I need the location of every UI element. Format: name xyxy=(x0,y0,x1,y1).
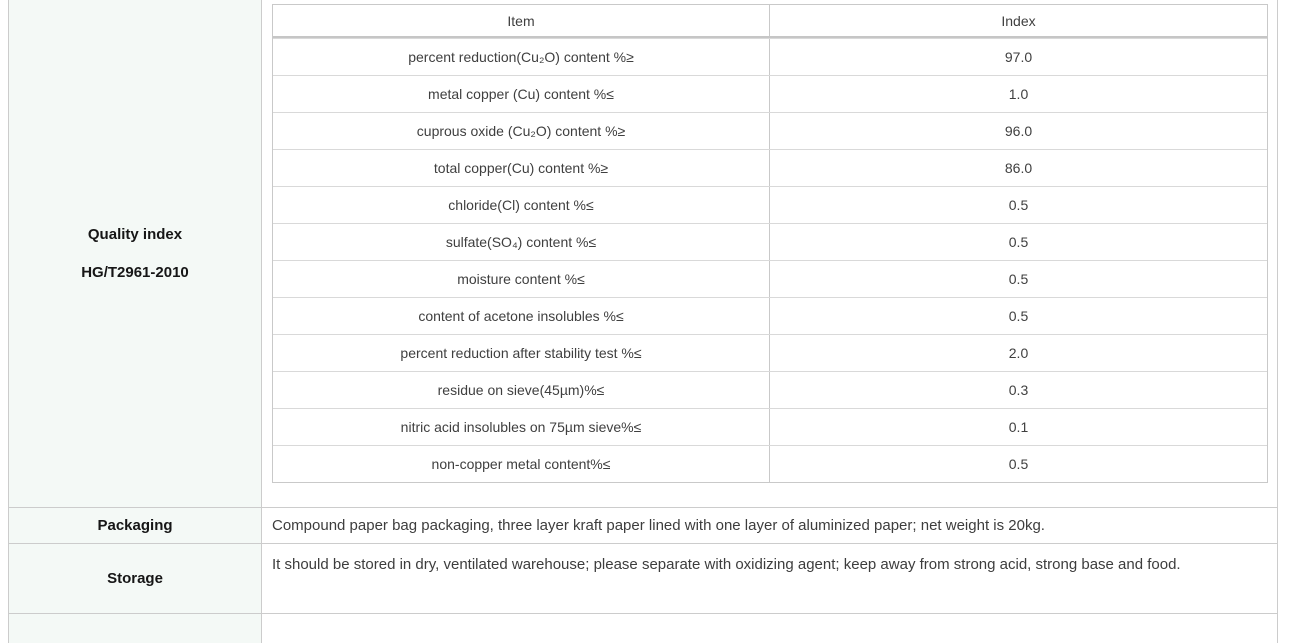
index-cell: 0.5 xyxy=(1008,308,1029,324)
table-row: nitric acid insolubles on 75µm sieve%≤ 0… xyxy=(273,408,1267,445)
item-cell: non-copper metal content%≤ xyxy=(273,446,770,482)
quality-index-row: Quality index HG/T2961-2010 Item Index p… xyxy=(9,0,1277,507)
packaging-row: Packaging Compound paper bag packaging, … xyxy=(9,507,1277,543)
item-cell: nitric acid insolubles on 75µm sieve%≤ xyxy=(273,409,770,445)
index-cell: 0.5 xyxy=(1008,456,1029,472)
item-cell: cuprous oxide (Cu₂O) content %≥ xyxy=(273,113,770,149)
table-row: residue on sieve(45µm)%≤ 0.3 xyxy=(273,371,1267,408)
table-header-row: Item Index xyxy=(273,5,1267,38)
item-column-header: Item xyxy=(273,5,770,36)
table-row: content of acetone insolubles %≤ 0.5 xyxy=(273,297,1267,334)
index-cell: 0.5 xyxy=(1008,234,1029,250)
table-row: metal copper (Cu) content %≤ 1.0 xyxy=(273,75,1267,112)
quality-standard-code: HG/T2961-2010 xyxy=(81,263,189,281)
storage-text: It should be stored in dry, ventilated w… xyxy=(262,544,1257,613)
next-row-content-cell xyxy=(262,614,1277,643)
item-cell: content of acetone insolubles %≤ xyxy=(273,298,770,334)
packaging-text: Compound paper bag packaging, three laye… xyxy=(262,508,1277,543)
storage-row: Storage It should be stored in dry, vent… xyxy=(9,543,1277,613)
item-cell: metal copper (Cu) content %≤ xyxy=(273,76,770,112)
index-cell: 0.5 xyxy=(1008,197,1029,213)
table-row: cuprous oxide (Cu₂O) content %≥ 96.0 xyxy=(273,112,1267,149)
item-cell: percent reduction after stability test %… xyxy=(273,335,770,371)
index-cell: 0.1 xyxy=(1008,419,1029,435)
product-spec-table: Quality index HG/T2961-2010 Item Index p… xyxy=(8,0,1278,643)
index-column-header: Index xyxy=(1001,12,1036,29)
next-row-clipped xyxy=(9,613,1277,643)
quality-index-content-cell: Item Index percent reduction(Cu₂O) conte… xyxy=(262,0,1277,507)
table-row: moisture content %≤ 0.5 xyxy=(273,260,1267,297)
item-index-table: Item Index percent reduction(Cu₂O) conte… xyxy=(272,4,1268,483)
index-cell: 0.5 xyxy=(1008,271,1029,287)
table-row: percent reduction(Cu₂O) content %≥ 97.0 xyxy=(273,38,1267,75)
table-row: non-copper metal content%≤ 0.5 xyxy=(273,445,1267,482)
index-cell: 96.0 xyxy=(1004,123,1033,139)
storage-label: Storage xyxy=(107,570,163,587)
item-cell: residue on sieve(45µm)%≤ xyxy=(273,372,770,408)
storage-label-cell: Storage xyxy=(9,544,262,613)
index-cell: 97.0 xyxy=(1004,49,1033,65)
quality-index-title: Quality index xyxy=(87,225,183,243)
item-cell: chloride(Cl) content %≤ xyxy=(273,187,770,223)
packaging-label-cell: Packaging xyxy=(9,508,262,543)
table-row: total copper(Cu) content %≥ 86.0 xyxy=(273,149,1267,186)
packaging-label: Packaging xyxy=(97,517,173,534)
index-cell: 86.0 xyxy=(1004,160,1033,176)
table-row: percent reduction after stability test %… xyxy=(273,334,1267,371)
table-row: chloride(Cl) content %≤ 0.5 xyxy=(273,186,1267,223)
item-cell: total copper(Cu) content %≥ xyxy=(273,150,770,186)
item-cell: sulfate(SO₄) content %≤ xyxy=(273,224,770,260)
next-row-label-cell xyxy=(9,614,262,643)
item-cell: moisture content %≤ xyxy=(273,261,770,297)
quality-index-label-cell: Quality index HG/T2961-2010 xyxy=(9,0,262,507)
item-cell: percent reduction(Cu₂O) content %≥ xyxy=(273,39,770,75)
table-row: sulfate(SO₄) content %≤ 0.5 xyxy=(273,223,1267,260)
index-cell: 2.0 xyxy=(1008,345,1029,361)
index-cell: 1.0 xyxy=(1008,86,1029,102)
index-cell: 0.3 xyxy=(1008,382,1029,398)
